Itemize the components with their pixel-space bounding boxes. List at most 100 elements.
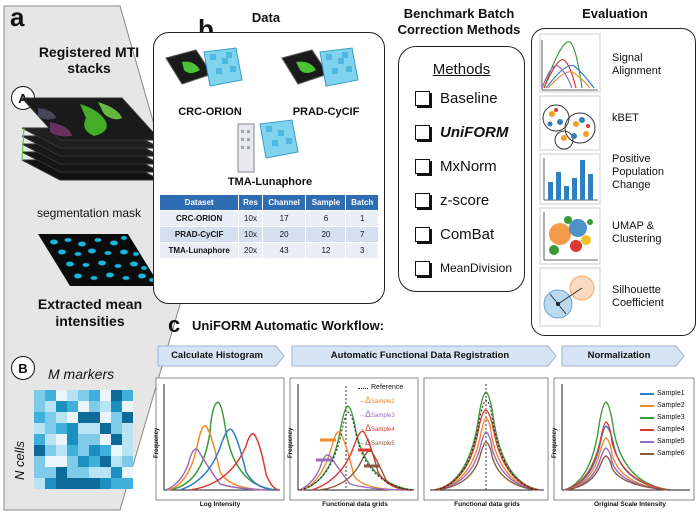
heatmap-cell	[34, 412, 45, 423]
n-cells-label: N cells	[12, 440, 27, 480]
method-combat: ComBat	[415, 221, 494, 247]
heatmap-cell	[34, 401, 45, 412]
heatmap-cell	[56, 434, 67, 445]
heatmap-cell	[111, 401, 122, 412]
heatmap-cell	[67, 456, 78, 467]
methods-title: Methods	[432, 61, 491, 78]
plot4-legend: Sample1 Sample2 Sample3 Sample4 Sample5 …	[640, 388, 685, 460]
heatmap-cell	[78, 423, 89, 434]
evaluation-title: Evaluation	[582, 6, 648, 21]
prad-cycif-thumbnail	[281, 47, 359, 87]
checkbox-icon	[415, 260, 430, 276]
heatmap-cell	[67, 445, 78, 456]
registration-plot-2	[289, 377, 419, 501]
heatmap-cell	[45, 467, 56, 478]
heatmap-cell	[89, 401, 100, 412]
heatmap-cell	[89, 423, 100, 434]
heatmap-cell	[100, 467, 111, 478]
heatmap-cell	[67, 390, 78, 401]
legend-sample1: Sample1	[640, 388, 685, 400]
evaluation-icons	[539, 33, 601, 327]
workflow-banners	[157, 345, 685, 367]
heatmap-cell	[111, 412, 122, 423]
plot2-legend: Reference →ΔSample2 →ΔSample3 →ΔSample4 …	[358, 382, 403, 450]
heatmap-cell	[111, 423, 122, 434]
legend-sample2: Sample2	[640, 400, 685, 412]
umap-clustering-icon	[539, 207, 601, 265]
heatmap-cell	[56, 445, 67, 456]
workflow-plots	[155, 377, 695, 501]
step-b-badge: B	[11, 356, 35, 380]
legend-sample3: →ΔSample3	[358, 409, 395, 419]
segmentation-mask-image	[38, 234, 160, 286]
table-cell: PRAD-CyCIF	[158, 226, 240, 243]
heatmap-cell	[67, 412, 78, 423]
table-cell: 17	[261, 210, 307, 227]
checkbox-icon	[415, 124, 430, 140]
table-cell: 3	[345, 242, 379, 259]
heatmap-cell	[89, 412, 100, 423]
checkbox-icon	[415, 158, 430, 174]
heatmap-cell	[122, 467, 133, 478]
m-markers-label: M markers	[48, 366, 115, 382]
heatmap-cell	[100, 456, 111, 467]
table-cell: 20	[261, 226, 307, 243]
table-header-cell: Sample	[305, 194, 347, 211]
positive-population-icon	[539, 153, 601, 205]
table-header-cell: Channel	[261, 194, 307, 211]
table-header-cell: Batch	[345, 194, 379, 211]
heatmap-cell	[122, 412, 133, 423]
method-label: UniFORM	[440, 123, 509, 141]
crc-orion-thumbnail	[165, 47, 243, 87]
dataset-label-crc-orion: CRC-ORION	[178, 106, 242, 118]
heatmap-cell	[45, 478, 56, 489]
heatmap-cell	[34, 423, 45, 434]
legend-sample2: →ΔSample2	[358, 395, 395, 405]
heatmap-cell	[45, 423, 56, 434]
heatmap-cell	[100, 423, 111, 434]
table-cell: 12	[305, 242, 347, 259]
heatmap-cell	[45, 434, 56, 445]
heatmap-cell	[45, 445, 56, 456]
heatmap-cell	[67, 478, 78, 489]
histogram-plot-1	[155, 377, 285, 501]
tma-lunaphore-thumbnail	[237, 119, 299, 173]
panel-c-letter: c	[168, 312, 181, 337]
eval-umap-clustering: UMAP & Clustering	[612, 220, 662, 245]
heatmap-cell	[34, 478, 45, 489]
heatmap-cell	[122, 456, 133, 467]
heatmap-cell	[45, 401, 56, 412]
data-title: Data	[251, 10, 281, 25]
table-cell: 6	[305, 210, 347, 227]
heatmap-cell	[56, 423, 67, 434]
heatmap-cell	[56, 390, 67, 401]
heatmap-cell	[100, 390, 111, 401]
dataset-thumbnails	[165, 47, 359, 173]
method-label: MeanDivision	[440, 261, 513, 275]
heatmap-cell	[56, 401, 67, 412]
plot4-xlabel: Original Scale Intensity	[594, 501, 666, 508]
method-label: Baseline	[440, 89, 498, 107]
legend-sample5: →ΔSample5	[358, 437, 395, 447]
heatmap-cell	[89, 390, 100, 401]
plot2-xlabel: Functional data grids	[322, 501, 388, 508]
heatmap-cell	[78, 412, 89, 423]
eval-kbet: kBET	[612, 112, 639, 124]
dataset-label-prad-cycif: PRAD-CyCIF	[292, 106, 360, 118]
plot1-ylabel: Frequency	[154, 427, 160, 458]
stage-normalization: Normalization	[587, 350, 651, 361]
segmentation-mask-label: segmentation mask	[36, 206, 142, 220]
heatmap-cell	[89, 467, 100, 478]
heatmap-cell	[122, 390, 133, 401]
eval-silhouette-coefficient: Silhouette Coefficient	[612, 284, 664, 309]
eval-positive-population-change: Positive Population Change	[612, 153, 664, 191]
heatmap-cell	[34, 390, 45, 401]
heatmap-cell	[111, 390, 122, 401]
heatmap-cell	[34, 456, 45, 467]
table-header-cell: Res	[238, 194, 263, 211]
heatmap-cell	[122, 445, 133, 456]
legend-sample4: →ΔSample4	[358, 423, 395, 433]
